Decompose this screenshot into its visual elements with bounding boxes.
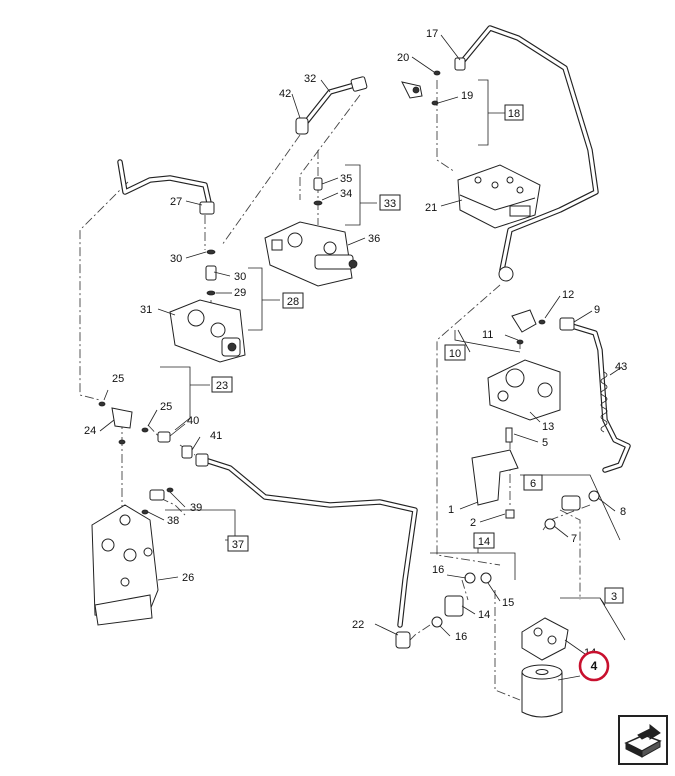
- group-box-23: 23: [211, 376, 233, 393]
- svg-text:37: 37: [232, 539, 244, 551]
- callout-16a: 16: [432, 564, 444, 576]
- callout-27: 27: [170, 196, 182, 208]
- svg-text:3: 3: [611, 591, 617, 603]
- svg-text:6: 6: [530, 478, 536, 490]
- valve-block-36: [264, 221, 358, 287]
- group-labels: 18 33 28 23 37 10 6 14: [211, 104, 624, 604]
- svg-text:33: 33: [384, 198, 396, 210]
- callout-24: 24: [84, 425, 96, 437]
- filter-head: [521, 617, 569, 661]
- callout-19: 19: [461, 90, 473, 102]
- callout-5: 5: [542, 437, 548, 449]
- callout-15: 15: [502, 597, 514, 609]
- callout-9: 9: [594, 304, 600, 316]
- svg-text:18: 18: [508, 108, 520, 120]
- callout-14a: 14: [478, 609, 490, 621]
- group-box-6: 6: [523, 474, 543, 491]
- next-page-arrow-icon: [624, 723, 662, 758]
- group-box-37: 37: [227, 535, 249, 552]
- callout-8: 8: [620, 506, 626, 518]
- next-page-button[interactable]: [618, 715, 668, 765]
- svg-text:4: 4: [591, 659, 598, 673]
- group-brackets: [160, 79, 626, 641]
- callout-30a: 30: [170, 253, 182, 265]
- callout-16b: 16: [455, 631, 467, 643]
- callout-25b: 25: [160, 401, 172, 413]
- callout-35: 35: [340, 173, 352, 185]
- callout-39: 39: [190, 502, 202, 514]
- filter-cartridge: [521, 664, 563, 718]
- callout-42: 42: [279, 88, 291, 100]
- valve-block-13: [487, 359, 561, 421]
- hydraulic-pipes: [117, 25, 631, 628]
- svg-text:23: 23: [216, 380, 228, 392]
- callout-26: 26: [182, 572, 194, 584]
- valve-block-31: [169, 299, 246, 363]
- callout-2: 2: [470, 517, 476, 529]
- svg-text:28: 28: [287, 296, 299, 308]
- valve-section-21: [457, 164, 541, 229]
- callout-7: 7: [571, 533, 577, 545]
- svg-text:10: 10: [449, 348, 461, 360]
- group-box-10: 10: [444, 344, 466, 361]
- callout-12: 12: [562, 289, 574, 301]
- group-box-3: 3: [604, 587, 624, 604]
- callout-17: 17: [426, 28, 438, 40]
- housing-26: [91, 504, 159, 626]
- callout-31: 31: [140, 304, 152, 316]
- group-box-33: 33: [379, 194, 401, 211]
- component-shapes: [91, 57, 608, 718]
- callout-41: 41: [210, 430, 222, 442]
- svg-text:14: 14: [478, 536, 490, 548]
- callout-32: 32: [304, 73, 316, 85]
- callout-38: 38: [167, 515, 179, 527]
- callout-1: 1: [448, 504, 454, 516]
- callout-13: 13: [542, 421, 554, 433]
- group-box-18: 18: [504, 104, 524, 121]
- callout-36: 36: [368, 233, 380, 245]
- group-box-14: 14: [473, 532, 495, 549]
- callout-22: 22: [352, 619, 364, 631]
- callout-34: 34: [340, 188, 352, 200]
- leader-lines: [99, 34, 623, 681]
- highlighted-callout-4: 4: [578, 650, 610, 682]
- callout-29: 29: [234, 287, 246, 299]
- callout-43: 43: [615, 361, 627, 373]
- callout-20: 20: [397, 52, 409, 64]
- callout-40: 40: [187, 415, 199, 427]
- callout-30b: 30: [234, 271, 246, 283]
- callout-25a: 25: [112, 373, 124, 385]
- group-box-28: 28: [282, 292, 304, 309]
- callout-21: 21: [425, 202, 437, 214]
- callout-11: 11: [482, 329, 493, 341]
- callout-numbers: 17 20 19 21 32 42 27 35 34 36 30 30 29 3…: [84, 28, 627, 659]
